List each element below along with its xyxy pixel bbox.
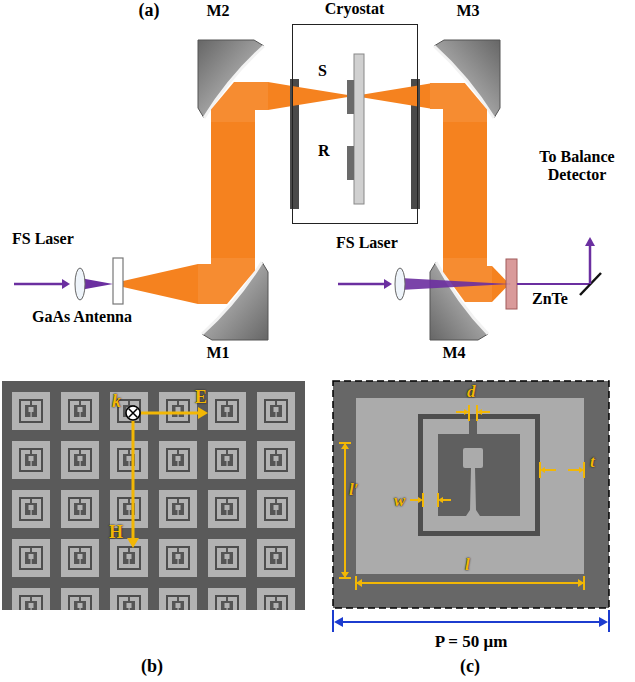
beam-footprint	[198, 258, 255, 304]
field-label: E	[195, 387, 209, 408]
sample-label: S	[318, 62, 332, 80]
cryostat-box: Cryostat	[292, 24, 418, 224]
parabolic-mirror: M1	[198, 258, 268, 340]
label-anchor: H	[109, 522, 125, 543]
parabolic-mirror	[198, 40, 268, 122]
dimension-label: w	[394, 491, 408, 511]
label-anchor: w	[394, 491, 408, 511]
laser-arrow	[338, 283, 385, 286]
dimension-label: t	[590, 452, 602, 472]
label-anchor: E	[195, 387, 209, 408]
label-anchor: d	[467, 382, 479, 402]
dimension-lines	[339, 405, 584, 590]
ring-gap	[469, 419, 477, 434]
unit-cell-frame	[333, 381, 609, 608]
probe-beam	[517, 283, 590, 285]
component-label: GaAs Antenna	[27, 308, 137, 326]
laser-arrowhead	[62, 279, 70, 289]
center-pad	[463, 448, 483, 468]
label-anchor: P = 50 μm	[400, 632, 542, 652]
parabolic-mirror	[430, 258, 492, 340]
h-field-arrow	[132, 421, 135, 539]
h-field-arrowhead	[127, 538, 139, 548]
reference-label: R	[318, 142, 332, 160]
ring-slot	[418, 414, 540, 536]
k-into-page	[126, 406, 140, 420]
probe-beam	[589, 245, 592, 284]
terahertz-beam	[123, 264, 198, 304]
dimension-label: d	[467, 382, 479, 402]
srr-array	[2, 381, 305, 610]
lens	[395, 268, 405, 300]
component-label: M3	[448, 2, 488, 20]
beam-footprint	[443, 258, 492, 302]
outer-metal	[356, 398, 584, 574]
parabolic-mirror: M3	[430, 40, 500, 122]
label-anchor: (a)	[119, 0, 179, 21]
laser-arrowhead	[384, 279, 392, 289]
wavevector-label: k	[112, 391, 124, 412]
lens	[75, 268, 85, 300]
micrograph-ground	[2, 381, 305, 610]
parabolic-mirror: M2	[198, 40, 268, 122]
panel-label: (c)	[440, 656, 500, 677]
detector-label: To Balance Detector	[528, 148, 626, 185]
center-stem	[466, 468, 480, 516]
label-anchor: l	[465, 555, 477, 575]
component-label: M2	[198, 2, 238, 20]
label-anchor: FS Laser	[12, 230, 92, 248]
label-anchor: k	[112, 391, 124, 412]
laser-focus	[400, 278, 511, 290]
antenna-plate-shape	[113, 258, 123, 304]
parabolic-mirror: M4	[430, 258, 492, 340]
label-anchor: t	[590, 452, 602, 472]
label-anchor: To Balance Detector	[528, 148, 626, 185]
antenna-plate: GaAs Antenna	[113, 258, 123, 304]
label-anchor: (c)	[440, 656, 500, 677]
source-label: FS Laser	[12, 230, 92, 248]
dimension-label: l′	[349, 480, 365, 500]
probe-arrowhead	[585, 237, 595, 246]
crystal-plate: ZnTe	[506, 259, 517, 309]
focused-beam	[292, 86, 354, 106]
field-label: H	[109, 522, 125, 543]
reference-plate	[347, 146, 354, 180]
sample-holder	[354, 54, 364, 204]
period-label: P = 50 μm	[400, 632, 542, 652]
e-field-arrowhead	[198, 407, 208, 419]
component-label: ZnTe	[532, 290, 576, 308]
source-label: FS Laser	[336, 234, 416, 252]
label-anchor: (b)	[122, 656, 182, 677]
component-label: M1	[198, 344, 238, 362]
dimension-label: l	[465, 555, 477, 575]
label-anchor: R	[318, 142, 332, 160]
beam-footprint	[430, 83, 487, 122]
parabolic-mirror	[198, 258, 268, 340]
terahertz-beam	[211, 122, 255, 258]
beam-footprint	[211, 82, 268, 122]
laser-arrow	[14, 283, 63, 286]
ring-hole	[438, 434, 520, 516]
component-label: M4	[434, 344, 474, 362]
terahertz-beam	[443, 122, 487, 258]
sample-plate	[347, 80, 354, 114]
dimension-arrowheads	[341, 409, 584, 587]
terahertz-beam	[268, 82, 292, 110]
panel-label: (b)	[122, 656, 182, 677]
parabolic-mirror	[430, 40, 500, 122]
period-dimension	[333, 610, 609, 632]
split-ring	[423, 419, 535, 531]
label-anchor: S	[318, 62, 332, 80]
label-anchor: FS Laser	[336, 234, 416, 252]
e-field-arrow	[141, 412, 199, 415]
label-anchor: l′	[349, 480, 365, 500]
k-cross	[129, 409, 138, 418]
micrograph	[2, 381, 305, 610]
component-label: Cryostat	[293, 0, 416, 18]
panel-label: (a)	[119, 0, 179, 21]
